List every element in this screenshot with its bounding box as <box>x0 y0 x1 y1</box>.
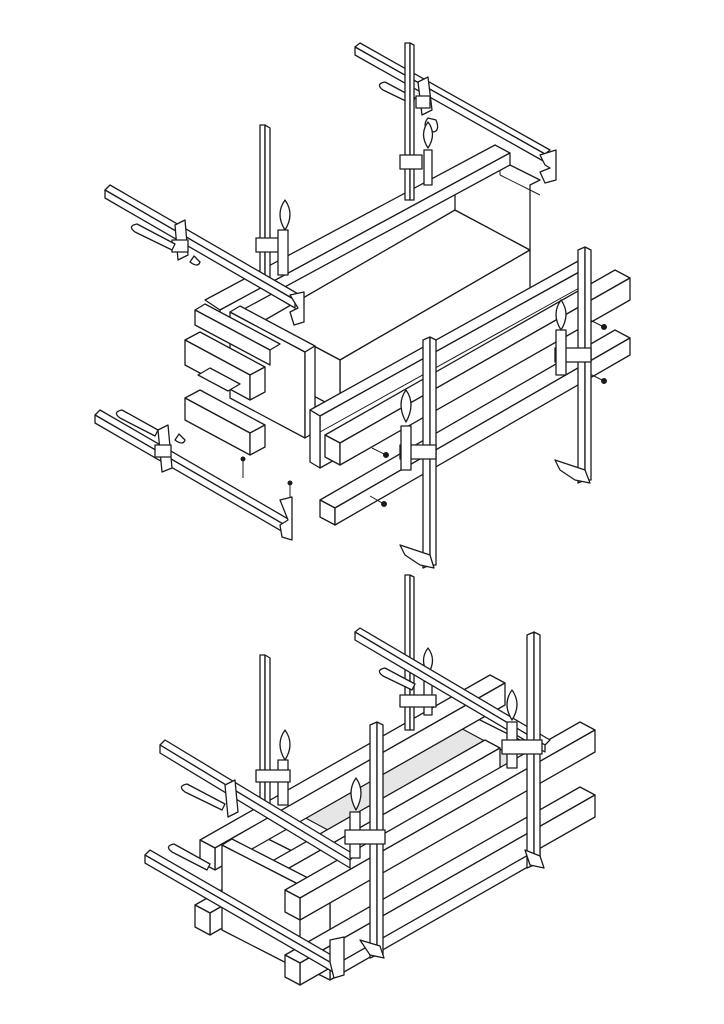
bar-clamp-c <box>255 124 291 281</box>
screws <box>240 319 607 507</box>
screw-1 <box>240 456 246 478</box>
bar-clamp-h <box>399 574 437 731</box>
exploded-view <box>94 42 631 569</box>
assembled-view <box>144 574 596 986</box>
bar-clamp-g <box>554 246 592 484</box>
left-rails <box>184 303 281 456</box>
screw-6 <box>589 373 607 384</box>
bar-clamp-d <box>104 184 305 326</box>
bar-clamp-l <box>144 843 345 979</box>
bar-clamp-i <box>354 627 551 753</box>
screw-4 <box>369 495 387 507</box>
bar-clamp-f <box>399 336 437 569</box>
bar-clamp-m <box>344 721 386 959</box>
bar-clamp-j <box>255 654 291 811</box>
screw-3 <box>371 447 389 458</box>
screw-5 <box>589 319 607 330</box>
bar-clamp-b <box>399 42 434 201</box>
bar-clamp-k <box>159 739 356 869</box>
bar-clamp-a <box>354 42 557 184</box>
bar-clamp-e <box>94 409 293 541</box>
bar-clamp-n <box>501 631 545 869</box>
